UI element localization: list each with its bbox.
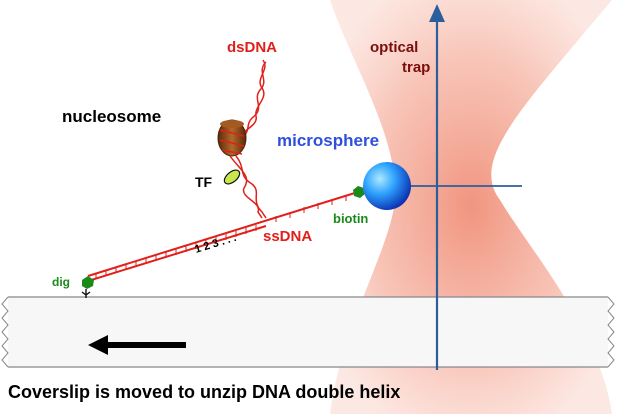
ssdna-strand-lower — [87, 225, 267, 282]
dsdna-helix-upper — [241, 59, 266, 135]
dig-marker — [82, 276, 94, 289]
axis-arrowhead — [429, 4, 445, 22]
arrow-left-icon — [88, 335, 186, 355]
zigzag-edge-icon — [607, 296, 615, 368]
ssdna-rungs — [95, 195, 347, 279]
biotin-marker — [353, 186, 365, 198]
dsdna-helix-upper-2 — [243, 61, 267, 137]
nucleosome-top — [220, 120, 244, 128]
tf-protein — [223, 169, 241, 185]
dsdna-helix-lower-2 — [229, 155, 263, 219]
label-nucleosome: nucleosome — [62, 107, 161, 126]
label-biotin: biotin — [333, 211, 368, 226]
microsphere — [363, 162, 411, 210]
label-trap: trap — [402, 59, 430, 76]
label-dig: dig — [52, 275, 70, 289]
label-dsdna: dsDNA — [227, 39, 277, 56]
nucleosome-wrap — [219, 129, 245, 155]
dig-anchor — [81, 289, 91, 298]
zigzag-edge-icon — [1, 296, 9, 368]
coverslip — [8, 297, 608, 367]
dsdna-helix-lower — [235, 155, 267, 219]
caption: Coverslip is moved to unzip DNA double h… — [8, 382, 401, 402]
label-optical: optical — [370, 39, 418, 56]
label-tf: TF — [195, 174, 213, 190]
label-microsphere: microsphere — [277, 131, 379, 150]
label-ssdna: ssDNA — [263, 228, 312, 245]
ssdna-strand-upper — [87, 191, 359, 277]
